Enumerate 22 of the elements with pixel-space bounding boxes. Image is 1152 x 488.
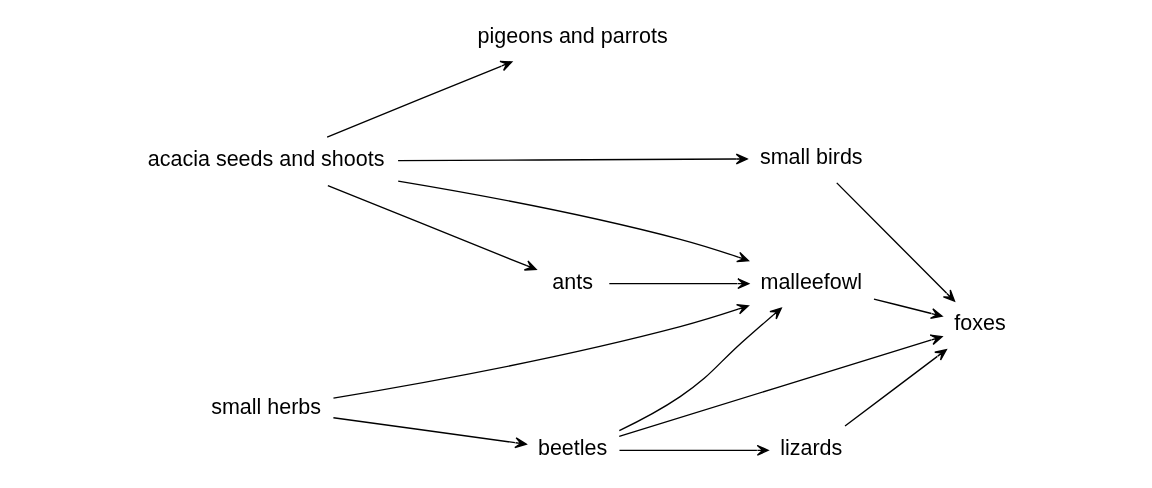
arrow <box>327 184 537 271</box>
node-text: acacia seeds and shoots <box>147 147 385 172</box>
arrow <box>618 444 769 456</box>
node-text: pigeons and parrots <box>477 23 668 48</box>
arrow <box>397 153 748 165</box>
arrow <box>397 180 750 263</box>
arrow <box>873 298 943 319</box>
node-text: ants <box>552 269 593 294</box>
arrow <box>618 307 782 432</box>
arrow <box>618 334 943 438</box>
node-text: foxes <box>954 311 1006 336</box>
node-text: beetles <box>537 436 608 461</box>
node-text: small birds <box>759 144 863 169</box>
arrow <box>844 349 947 427</box>
arrow <box>608 278 750 290</box>
arrow <box>836 182 956 302</box>
node-text: malleefowl <box>760 269 863 294</box>
arrow <box>326 60 513 138</box>
node-text: lizards <box>780 436 843 461</box>
arrow <box>332 417 527 449</box>
node-text: small herbs <box>211 394 322 419</box>
arrow <box>332 303 750 399</box>
